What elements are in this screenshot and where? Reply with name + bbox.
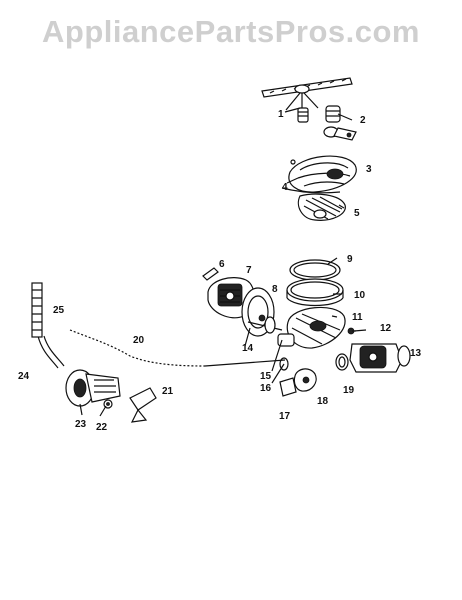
callout-17: 17: [279, 411, 291, 422]
valve-18[interactable]: [293, 368, 317, 392]
motor-13[interactable]: [349, 343, 411, 373]
callout-1: 1: [278, 109, 284, 120]
leader-lines: [79, 107, 356, 417]
clip-2[interactable]: [323, 126, 357, 141]
callout-2: 2: [360, 115, 366, 126]
callout-24: 24: [18, 371, 30, 382]
pump-base-11[interactable]: [286, 306, 346, 349]
callout-12: 12: [380, 323, 392, 334]
callout-13: 13: [410, 348, 422, 359]
callout-20: 20: [133, 335, 145, 346]
coupling-15[interactable]: [277, 333, 295, 347]
callout-22: 22: [96, 422, 108, 433]
drain-pump-23[interactable]: [65, 369, 121, 407]
spray-arm[interactable]: [261, 77, 353, 98]
callout-4: 4: [282, 182, 288, 193]
ring-10[interactable]: [286, 278, 344, 307]
callout-18: 18: [317, 396, 329, 407]
clamp-19[interactable]: [335, 353, 349, 371]
callout-25: 25: [53, 305, 65, 316]
callout-8: 8: [272, 284, 278, 295]
callout-10: 10: [354, 290, 366, 301]
hose-21[interactable]: [129, 387, 157, 423]
callout-14: 14: [242, 343, 254, 354]
filter-5[interactable]: [297, 193, 346, 221]
callout-3: 3: [366, 164, 372, 175]
callout-6: 6: [219, 259, 225, 270]
screw-6[interactable]: [202, 267, 219, 281]
callout-9: 9: [347, 254, 353, 265]
spray-arm-hub[interactable]: [285, 92, 319, 123]
hose-24[interactable]: [37, 335, 65, 369]
callout-5: 5: [354, 208, 360, 219]
bracket-25[interactable]: [31, 282, 43, 338]
tube-17[interactable]: [279, 377, 297, 397]
impeller-3[interactable]: [288, 155, 357, 193]
nut-1[interactable]: [325, 105, 341, 123]
callout-15: 15: [260, 371, 272, 382]
callout-16: 16: [260, 383, 272, 394]
callout-23: 23: [75, 419, 87, 430]
shaft-14[interactable]: [247, 316, 283, 334]
callout-11: 11: [352, 312, 363, 323]
callout-7: 7: [246, 265, 252, 276]
watermark: AppliancePartsPros.com: [42, 14, 420, 49]
ring-9[interactable]: [289, 259, 341, 281]
callout-19: 19: [343, 385, 355, 396]
seal-4[interactable]: [281, 187, 341, 194]
plug-12[interactable]: [347, 327, 367, 335]
callout-21: 21: [162, 386, 174, 397]
drain-hose-20[interactable]: [69, 329, 286, 367]
callout-labels: 1 2 3 4 5 6 7 8 9 10 11 12 13 14 15 16 1…: [18, 109, 422, 433]
